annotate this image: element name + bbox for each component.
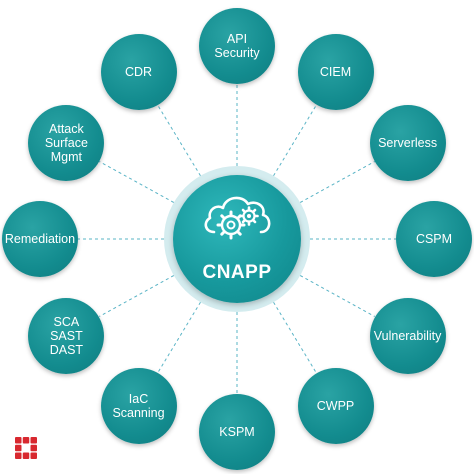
node-label: CSPM	[415, 232, 453, 246]
node-iac-scanning: IaC Scanning	[100, 368, 177, 445]
node-ciem: CIEM	[297, 33, 374, 110]
hub-title: CNAPP	[202, 262, 272, 283]
connector-ciem	[273, 104, 317, 177]
node-cspm: CSPM	[396, 201, 472, 277]
connector-serverless	[299, 161, 375, 203]
node-label: SCA SAST DAST	[49, 314, 84, 357]
node-label: Vulnerability	[373, 328, 442, 343]
node-label: IaC Scanning	[112, 392, 165, 421]
node-kspm: KSPM	[199, 394, 275, 470]
connector-cdr	[157, 104, 201, 177]
connector-attack-surface-mgmt	[99, 161, 175, 203]
node-cdr: CDR	[100, 33, 177, 110]
node-label: API Security	[214, 32, 260, 60]
node-attack-surface-mgmt: Attack Surface Mgmt	[28, 104, 105, 181]
node-api-security: API Security	[199, 8, 275, 84]
connector-iac-scanning	[157, 301, 201, 374]
node-label: Remediation	[4, 232, 76, 246]
node-label: Serverless	[378, 135, 438, 150]
node-sca-sast-dast: SCA SAST DAST	[28, 297, 105, 374]
hub-circle	[173, 175, 301, 303]
node-label: CDR	[124, 64, 153, 79]
node-serverless: Serverless	[369, 104, 446, 181]
connector-cwpp	[273, 301, 317, 374]
node-label: KSPM	[219, 425, 255, 439]
node-cwpp: CWPP	[297, 368, 374, 445]
node-label: CWPP	[316, 399, 355, 414]
node-label: CIEM	[319, 64, 352, 79]
node-label: Attack Surface Mgmt	[44, 121, 88, 164]
node-vulnerability: Vulnerability	[369, 297, 446, 374]
node-remediation: Remediation	[2, 201, 78, 277]
fortinet-logo-icon	[15, 437, 37, 459]
connector-sca-sast-dast	[99, 275, 175, 317]
cloud-gears-icon	[204, 196, 271, 240]
connector-vulnerability	[299, 275, 375, 317]
